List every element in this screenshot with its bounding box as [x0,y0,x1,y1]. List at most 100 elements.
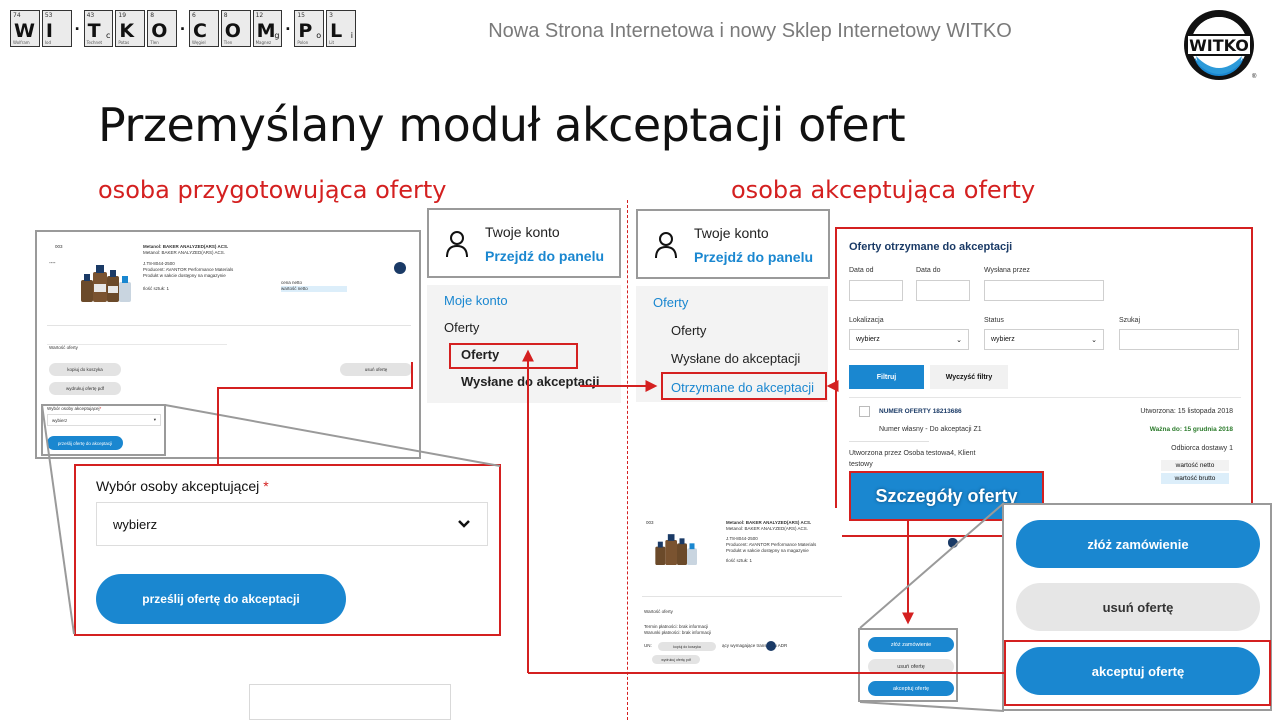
account-title: Twoje konto [485,224,560,240]
clear-filters-button[interactable]: Wyczyść filtry [930,365,1008,389]
transport-note: ący wymagające transportu ADR [722,643,788,648]
svg-text:®: ® [1252,73,1257,80]
status-select[interactable]: wybierz⌄ [984,329,1104,350]
action-buttons-small: złóż zamówienie usuń ofertę akceptuj ofe… [858,628,958,702]
witko-brand-logo: WITKO ® [1182,8,1260,82]
product-name: Metanol: BAKER ANALYZED(ARS) ACS. [726,520,812,525]
go-to-panel-link[interactable]: Przejdź do panelu [694,249,814,265]
account-box-preparer[interactable]: Twoje konto Przejdź do panelu [427,208,621,278]
panel-title: Oferty otrzymane do akceptacji [849,241,1013,253]
filter-button[interactable]: Filtruj [849,365,924,389]
location-label: Lokalizacja [849,317,884,324]
account-menu-acceptor: Oferty Oferty Wysłane do akceptacji Otrz… [636,286,828,402]
offer-value-label: Wartość oferty [49,345,78,350]
accepted-offer-product-screenshot: 003 Metanol: BAKER ANALYZED(ARS) ACS. Me… [636,508,958,688]
offer-checkbox[interactable] [859,406,870,417]
send-for-acceptance-button[interactable]: prześlij ofertę do akceptacji [96,574,346,624]
date-to-label: Data do [916,267,941,274]
menu-subitem-sent[interactable]: Wysłane do akceptacji [461,374,600,389]
acceptor-select-small[interactable]: wybierz▾ [47,414,161,426]
highlight-received [661,372,827,400]
menu-heading[interactable]: Oferty [653,295,689,310]
required-mark: * [263,478,269,494]
menu-item-sent[interactable]: Wysłane do akceptacji [671,351,801,366]
acceptor-select-label: Wybór osoby akceptującej [47,406,100,411]
product-name: Metanol: BAKER ANALYZED(ARS) ACS. [143,244,229,249]
order-button-small[interactable]: złóż zamówienie [868,637,954,652]
product-subname: Metanol: BAKER ANALYZED(ARS) ACS. [143,250,225,255]
menu-subitem-offers[interactable]: Oferty [461,347,500,362]
location-select[interactable]: wybierz⌄ [849,329,969,350]
chevron-down-icon [458,520,470,528]
menu-item-received[interactable]: Otrzymane do akceptacji [671,380,815,395]
sent-by-input[interactable] [984,280,1104,301]
offer-created-by: Utworzona przez Osoba testowa4, Klient t… [849,450,976,468]
offer-value-label: Wartość oferty [644,609,673,614]
delete-offer-button[interactable]: usuń ofertę [340,363,412,376]
date-from-input[interactable] [849,280,903,301]
brutto-label: wartość netto [281,286,347,292]
product-bottles-image [655,534,697,565]
zoom-select-label: Wybór osoby akceptującej [96,478,260,494]
user-icon [655,232,677,259]
date-to-input[interactable] [916,280,970,301]
search-input[interactable] [1119,329,1239,350]
subtitle-acceptor: osoba akceptująca oferty [731,176,1036,204]
date-from-label: Data od [849,267,874,274]
print-pdf-button[interactable]: wydrukuj ofertę pdf [652,655,700,664]
accept-offer-button-small[interactable]: akceptuj ofertę [868,681,954,696]
product-bottles-image [81,265,131,302]
acceptor-select-value: wybierz [113,516,158,532]
product-producer: Producent: AVANTOR Performance Materials [726,542,817,547]
offer-created: Utworzona: 15 listopada 2018 [1140,408,1233,415]
copy-to-cart-button[interactable]: kopiuj do koszyka [49,363,121,376]
delete-offer-button[interactable]: usuń ofertę [1016,583,1260,631]
product-code: 003 [646,520,654,525]
product-ref: J.T8-8044-2500 [726,536,758,541]
product-ref: J.T8-8044-2500 [143,261,175,266]
acceptor-select[interactable]: wybierz [96,502,488,546]
product-qty: Ilość sztuk: 1 [726,558,753,563]
print-pdf-button[interactable]: wydrukuj ofertę pdf [49,382,121,395]
valid-label: Ważna do: [1149,426,1183,433]
header-title: Nowa Strona Internetowa i nowy Sklep Int… [488,20,1012,42]
account-title: Twoje konto [694,225,769,241]
highlight-accept [1004,640,1271,706]
highlight-offers [449,343,578,369]
accept-offer-button[interactable]: akceptuj ofertę [1016,647,1260,695]
offer-number: NUMER OFERTY 18213686 [879,408,962,415]
adr-icon [394,262,406,274]
copy-to-cart-button[interactable]: kopiuj do koszyka [658,642,716,651]
go-to-panel-link[interactable]: Przejdź do panelu [485,248,605,264]
place-order-button[interactable]: złóż zamówienie [1016,520,1260,568]
adr-icon [766,641,776,651]
value-netto: wartość netto [1161,460,1229,471]
payment-conditions: Warunki płatności: brak informacji [644,630,712,635]
delete-offer-button-small[interactable]: usuń ofertę [868,659,954,674]
product-stock: Produkt w sakcie dostępny na magazynie [143,273,226,278]
chevron-down-icon: ⌄ [1091,336,1097,344]
account-box-acceptor[interactable]: Twoje konto Przejdź do panelu [636,209,830,279]
subtitle-preparer: osoba przygotowująca oferty [98,176,447,204]
offer-recipient: Odbiorca dostawy 1 [1171,445,1233,452]
section-divider [627,200,628,720]
menu-item-offers[interactable]: Oferty [444,320,480,335]
un-label: UN: [644,643,652,648]
menu-heading[interactable]: Moje konto [444,293,508,308]
offer-own-number: Numer własny - Do akceptacji Z1 [879,426,982,433]
status-label: Status [984,317,1004,324]
offer-card: NUMER OFERTY 18213686 Utworzona: 15 list… [849,397,1241,489]
send-for-acceptance-small-button[interactable]: prześlij ofertę do akceptacji [47,436,123,450]
product-subname: Metanol: BAKER ANALYZED(ARS) ACS. [726,526,808,531]
brand-logo-text: WITKO [1189,36,1249,55]
menu-item-offers[interactable]: Oferty [671,323,707,338]
offer-product-screenshot: 003 ▪▪▪▪ Metanol: BAKER ANALYZED(ARS) AC… [35,230,421,459]
slide-title: Przemyślany moduł akceptacji ofert [98,98,906,152]
